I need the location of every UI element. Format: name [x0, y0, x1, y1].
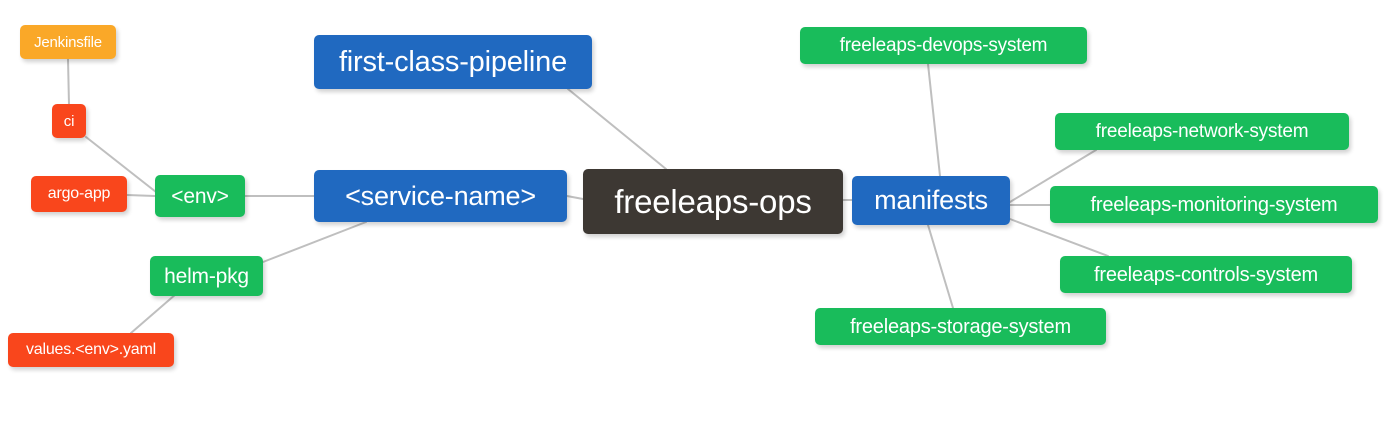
mindmap-node-values-yaml[interactable]: values.<env>.yaml [8, 333, 174, 367]
node-label: Jenkinsfile [34, 33, 102, 51]
node-label: freeleaps-devops-system [839, 35, 1048, 56]
node-label: argo-app [47, 185, 111, 202]
node-label: values.<env>.yaml [25, 341, 156, 358]
node-label: <env> [171, 184, 229, 208]
mindmap-node-helm-pkg[interactable]: helm-pkg [150, 256, 263, 296]
edge-first-class-pipeline-to-freeleaps-ops [567, 88, 667, 170]
mindmap-node-storage-system[interactable]: freeleaps-storage-system [815, 308, 1106, 345]
mindmap-node-monitoring-system[interactable]: freeleaps-monitoring-system [1050, 186, 1378, 223]
node-label: freeleaps-controls-system [1094, 263, 1318, 286]
node-label: ci [63, 112, 75, 130]
mindmap-node-env[interactable]: <env> [155, 175, 245, 217]
node-label: freeleaps-network-system [1095, 121, 1309, 142]
node-label: freeleaps-monitoring-system [1090, 193, 1338, 216]
edge-argo-app-to-env [126, 194, 156, 197]
mindmap-node-devops-system[interactable]: freeleaps-devops-system [800, 27, 1087, 64]
edge-manifests-to-storage-system [927, 224, 954, 309]
mindmap-node-network-system[interactable]: freeleaps-network-system [1055, 113, 1349, 150]
mindmap-node-manifests[interactable]: manifests [852, 176, 1010, 225]
edge-manifests-to-controls-system [1009, 218, 1109, 257]
mindmap-node-jenkinsfile[interactable]: Jenkinsfile [20, 25, 116, 59]
node-label: helm-pkg [164, 264, 249, 288]
mindmap-node-argo-app[interactable]: argo-app [31, 176, 127, 212]
node-label: <service-name> [345, 180, 536, 211]
node-label: freeleaps-storage-system [850, 315, 1071, 338]
mindmap-node-service-name[interactable]: <service-name> [314, 170, 567, 222]
node-label: manifests [874, 185, 988, 215]
edge-service-name-to-helm-pkg [262, 221, 367, 263]
mindmap-node-first-class-pipeline[interactable]: first-class-pipeline [314, 35, 592, 89]
mindmap-node-controls-system[interactable]: freeleaps-controls-system [1060, 256, 1352, 293]
edge-helm-pkg-to-values-yaml [130, 293, 177, 334]
mindmap-node-ci[interactable]: ci [52, 104, 86, 138]
edge-jenkinsfile-to-ci [67, 58, 70, 106]
edge-service-name-to-freeleaps-ops [566, 195, 584, 200]
edge-manifests-to-devops-system [927, 63, 941, 177]
node-label: freeleaps-ops [614, 183, 812, 220]
mindmap-node-freeleaps-ops[interactable]: freeleaps-ops [583, 169, 843, 234]
node-label: first-class-pipeline [338, 45, 568, 78]
